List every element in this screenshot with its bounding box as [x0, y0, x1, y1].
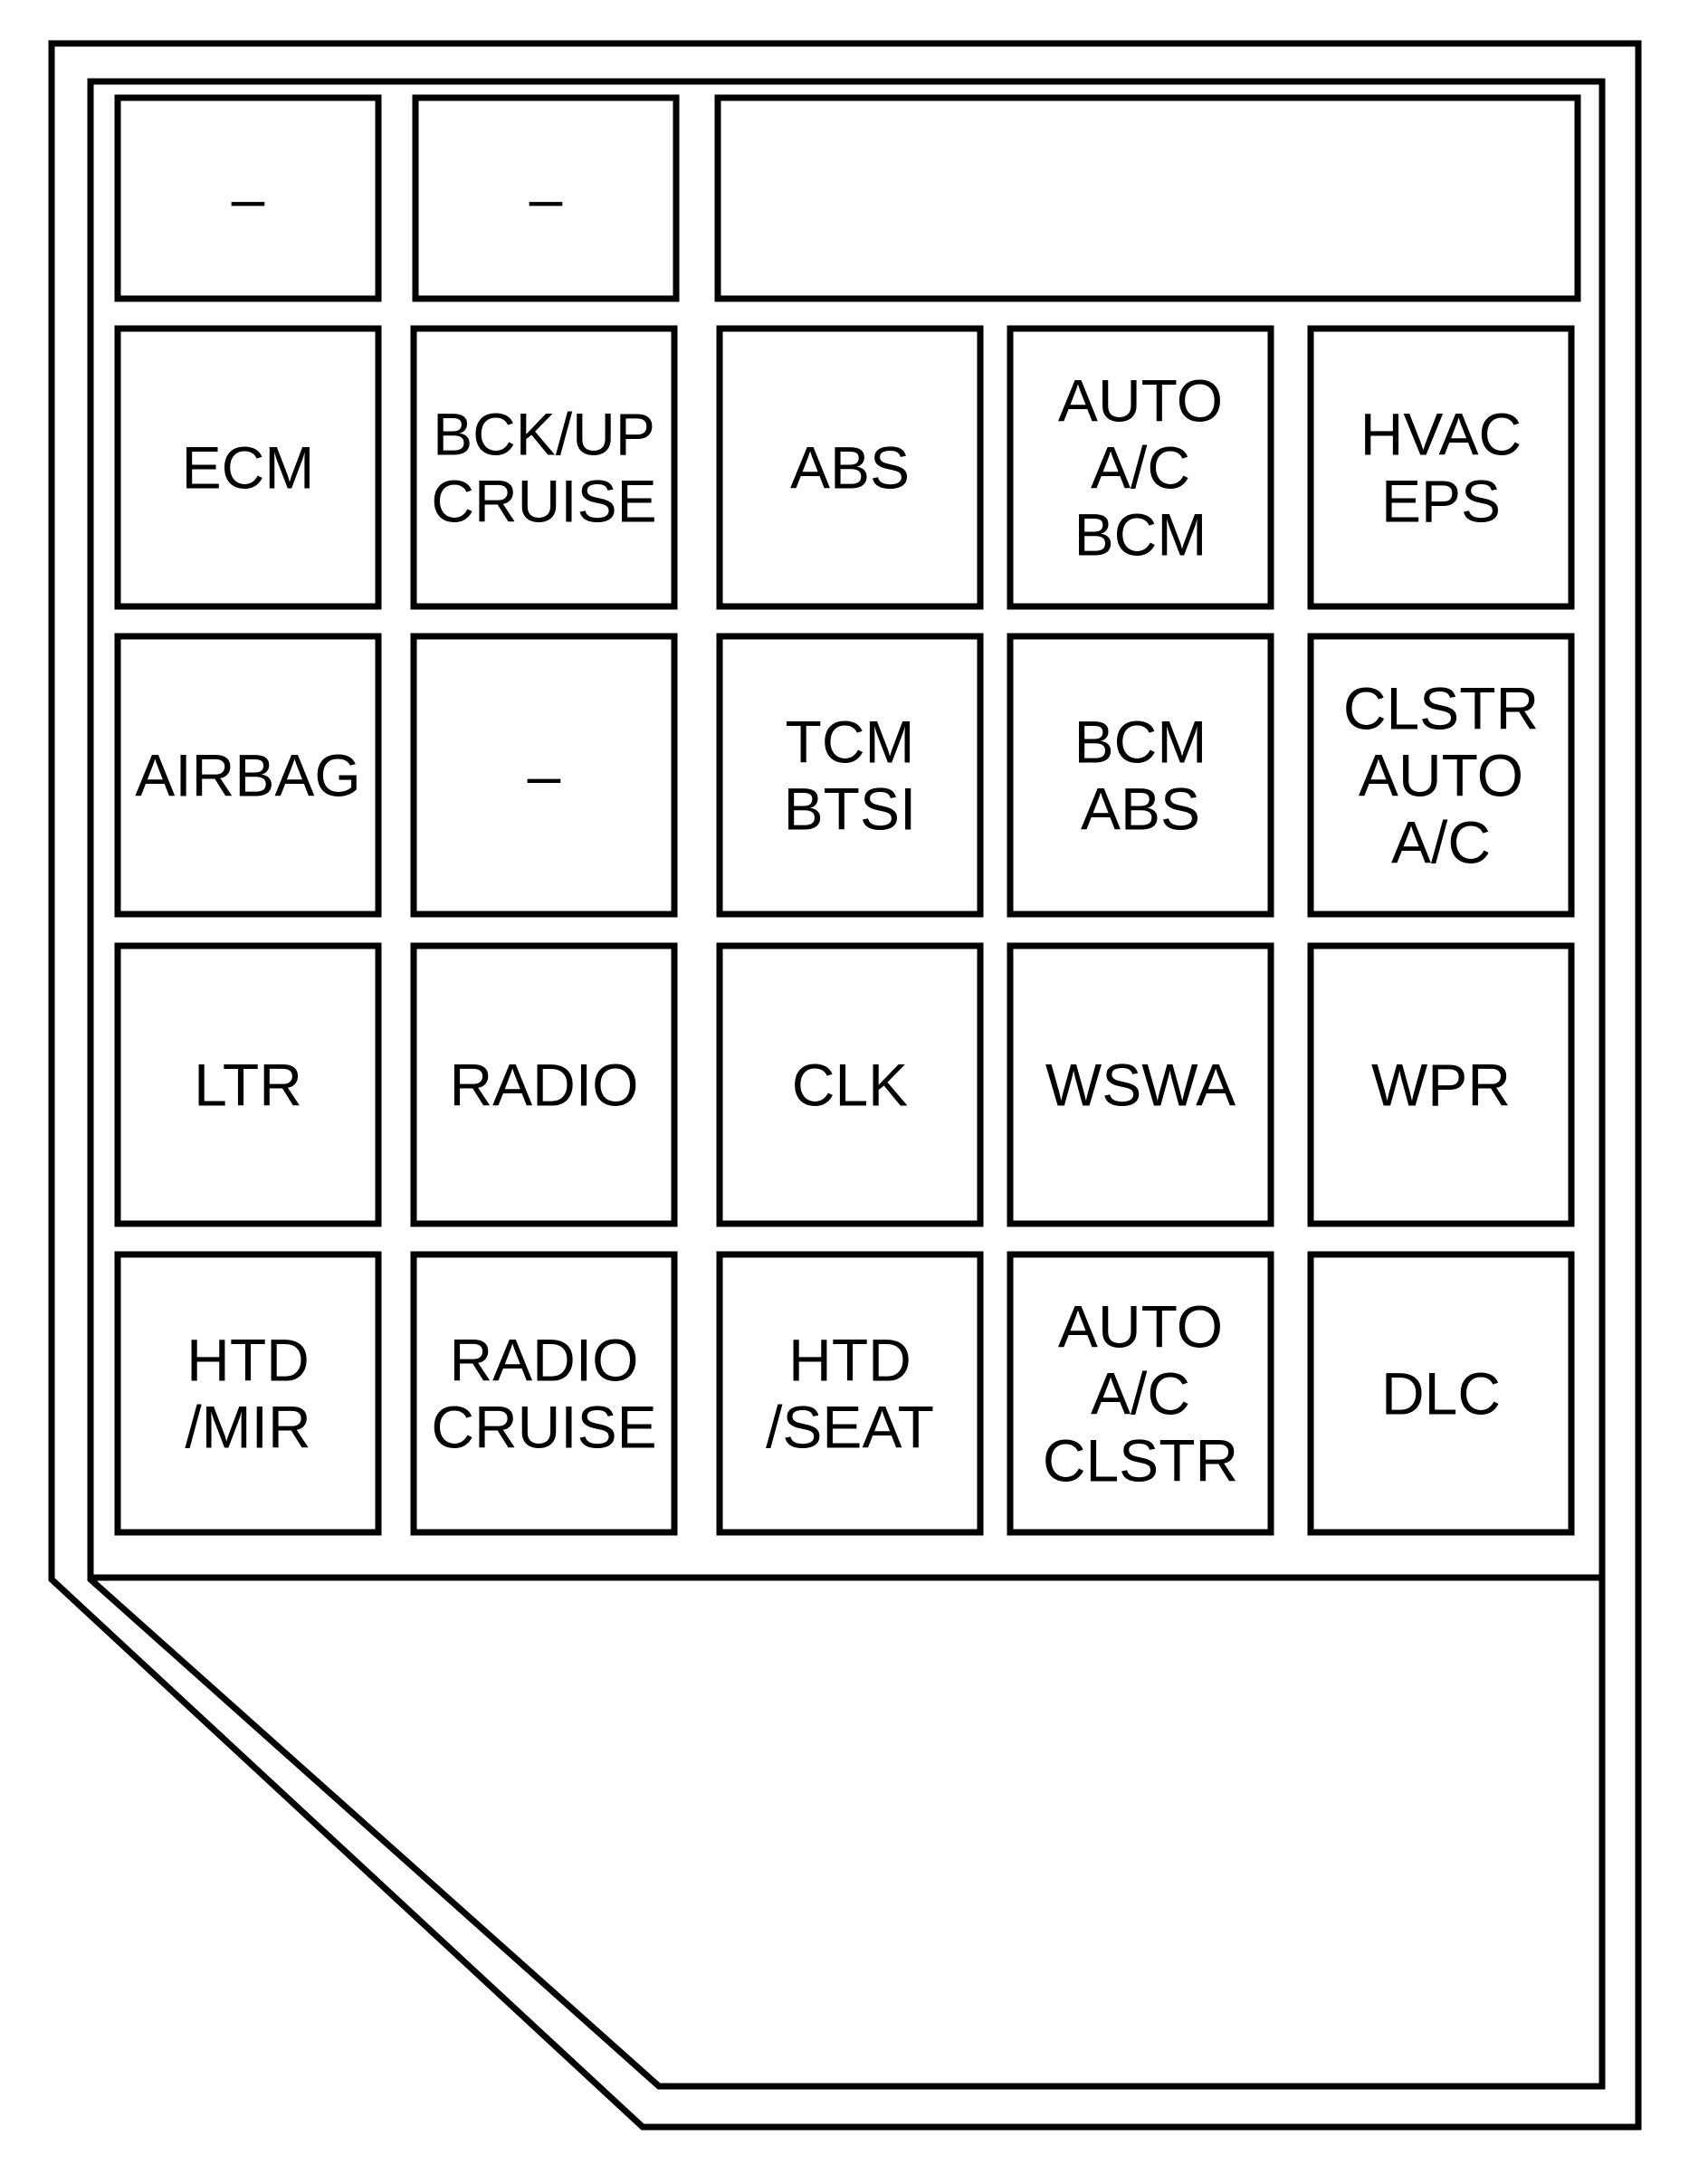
fuse-r4c4-label: AUTO: [1058, 1293, 1223, 1360]
fuse-r4c2: [410, 1251, 678, 1536]
fuse-r2c4: [1007, 633, 1274, 918]
fuse-r4c3: [716, 1251, 984, 1536]
fuse-r4c4: [1007, 1251, 1274, 1536]
fuse-r2c2: [410, 633, 678, 918]
fuse-r1c2-label: BCK/UP: [433, 401, 655, 468]
fuse-r3c5: [1307, 942, 1575, 1227]
fuse-r4c1-label: /MIR: [185, 1394, 310, 1461]
fuse-r1c5-label: EPS: [1381, 468, 1501, 535]
fuse-r2c5-label: A/C: [1391, 809, 1491, 876]
fuse-r4c1-label: HTD: [186, 1327, 310, 1394]
fuse-r4c2-label: RADIO: [449, 1327, 638, 1394]
fuse-r4c3-label: HTD: [788, 1327, 911, 1394]
fuse-r3c1-label: LTR: [194, 1052, 302, 1119]
fuse-r2c4-label: ABS: [1081, 776, 1200, 843]
fuse-r3c2: [410, 942, 678, 1227]
fuse-r3c4-label: WSWA: [1045, 1052, 1236, 1119]
fuse-r2c3: [716, 633, 984, 918]
fuse-top-1: [114, 94, 382, 302]
fuse-r2c5-label: CLSTR: [1343, 675, 1539, 742]
fuse-r2c1-label: AIRBAG: [135, 742, 360, 809]
fuse-r1c2-label: CRUISE: [431, 468, 656, 535]
fuse-r1c1-label: ECM: [182, 434, 315, 501]
fuse-r2c4-label: BCM: [1074, 709, 1207, 776]
fuse-top-2-label: –: [530, 165, 563, 232]
fuse-r1c4-label: AUTO: [1058, 367, 1223, 434]
fuse-r2c3-label: BTSI: [784, 776, 917, 843]
fuse-r1c4-label: A/C: [1091, 434, 1190, 501]
fuse-r4c5: [1307, 1251, 1575, 1536]
fuse-r1c4: [1007, 325, 1274, 610]
fuse-r4c2-label: CRUISE: [431, 1394, 656, 1461]
fuse-r2c5-label: AUTO: [1359, 742, 1523, 809]
fuse-r2c3-label: TCM: [786, 709, 915, 776]
fuse-r3c2-label: RADIO: [449, 1052, 638, 1119]
fuse-r2c2-label: –: [528, 742, 561, 809]
fuse-r1c5: [1307, 325, 1575, 610]
fuse-top-3: [714, 94, 1581, 302]
fuse-r3c5-label: WPR: [1371, 1052, 1511, 1119]
fuse-r4c5-label: DLC: [1381, 1360, 1501, 1427]
fuse-r1c2: [410, 325, 678, 610]
fuse-r4c4-label: CLSTR: [1043, 1427, 1238, 1494]
fuse-top-1-label: –: [232, 165, 265, 232]
fuse-top-2: [412, 94, 680, 302]
fuse-r4c3-label: /SEAT: [766, 1394, 934, 1461]
panel-inner-outline: [87, 78, 1606, 2090]
fuse-r1c1: [114, 325, 382, 610]
fuse-r2c1: [114, 633, 382, 918]
fuse-r3c1: [114, 942, 382, 1227]
fuse-r3c3-label: CLK: [792, 1052, 908, 1119]
panel-outer-outline: [48, 40, 1642, 2131]
fuse-r2c5: [1307, 633, 1575, 918]
fuse-r1c4-label: BCM: [1074, 501, 1207, 568]
fuse-r4c4-label: A/C: [1091, 1360, 1190, 1427]
fuse-r4c1: [114, 1251, 382, 1536]
fuse-r1c3-label: ABS: [790, 434, 910, 501]
fuse-r1c5-label: HVAC: [1360, 401, 1522, 468]
fuse-r1c3: [716, 325, 984, 610]
fuse-r3c4: [1007, 942, 1274, 1227]
fuse-r3c3: [716, 942, 984, 1227]
